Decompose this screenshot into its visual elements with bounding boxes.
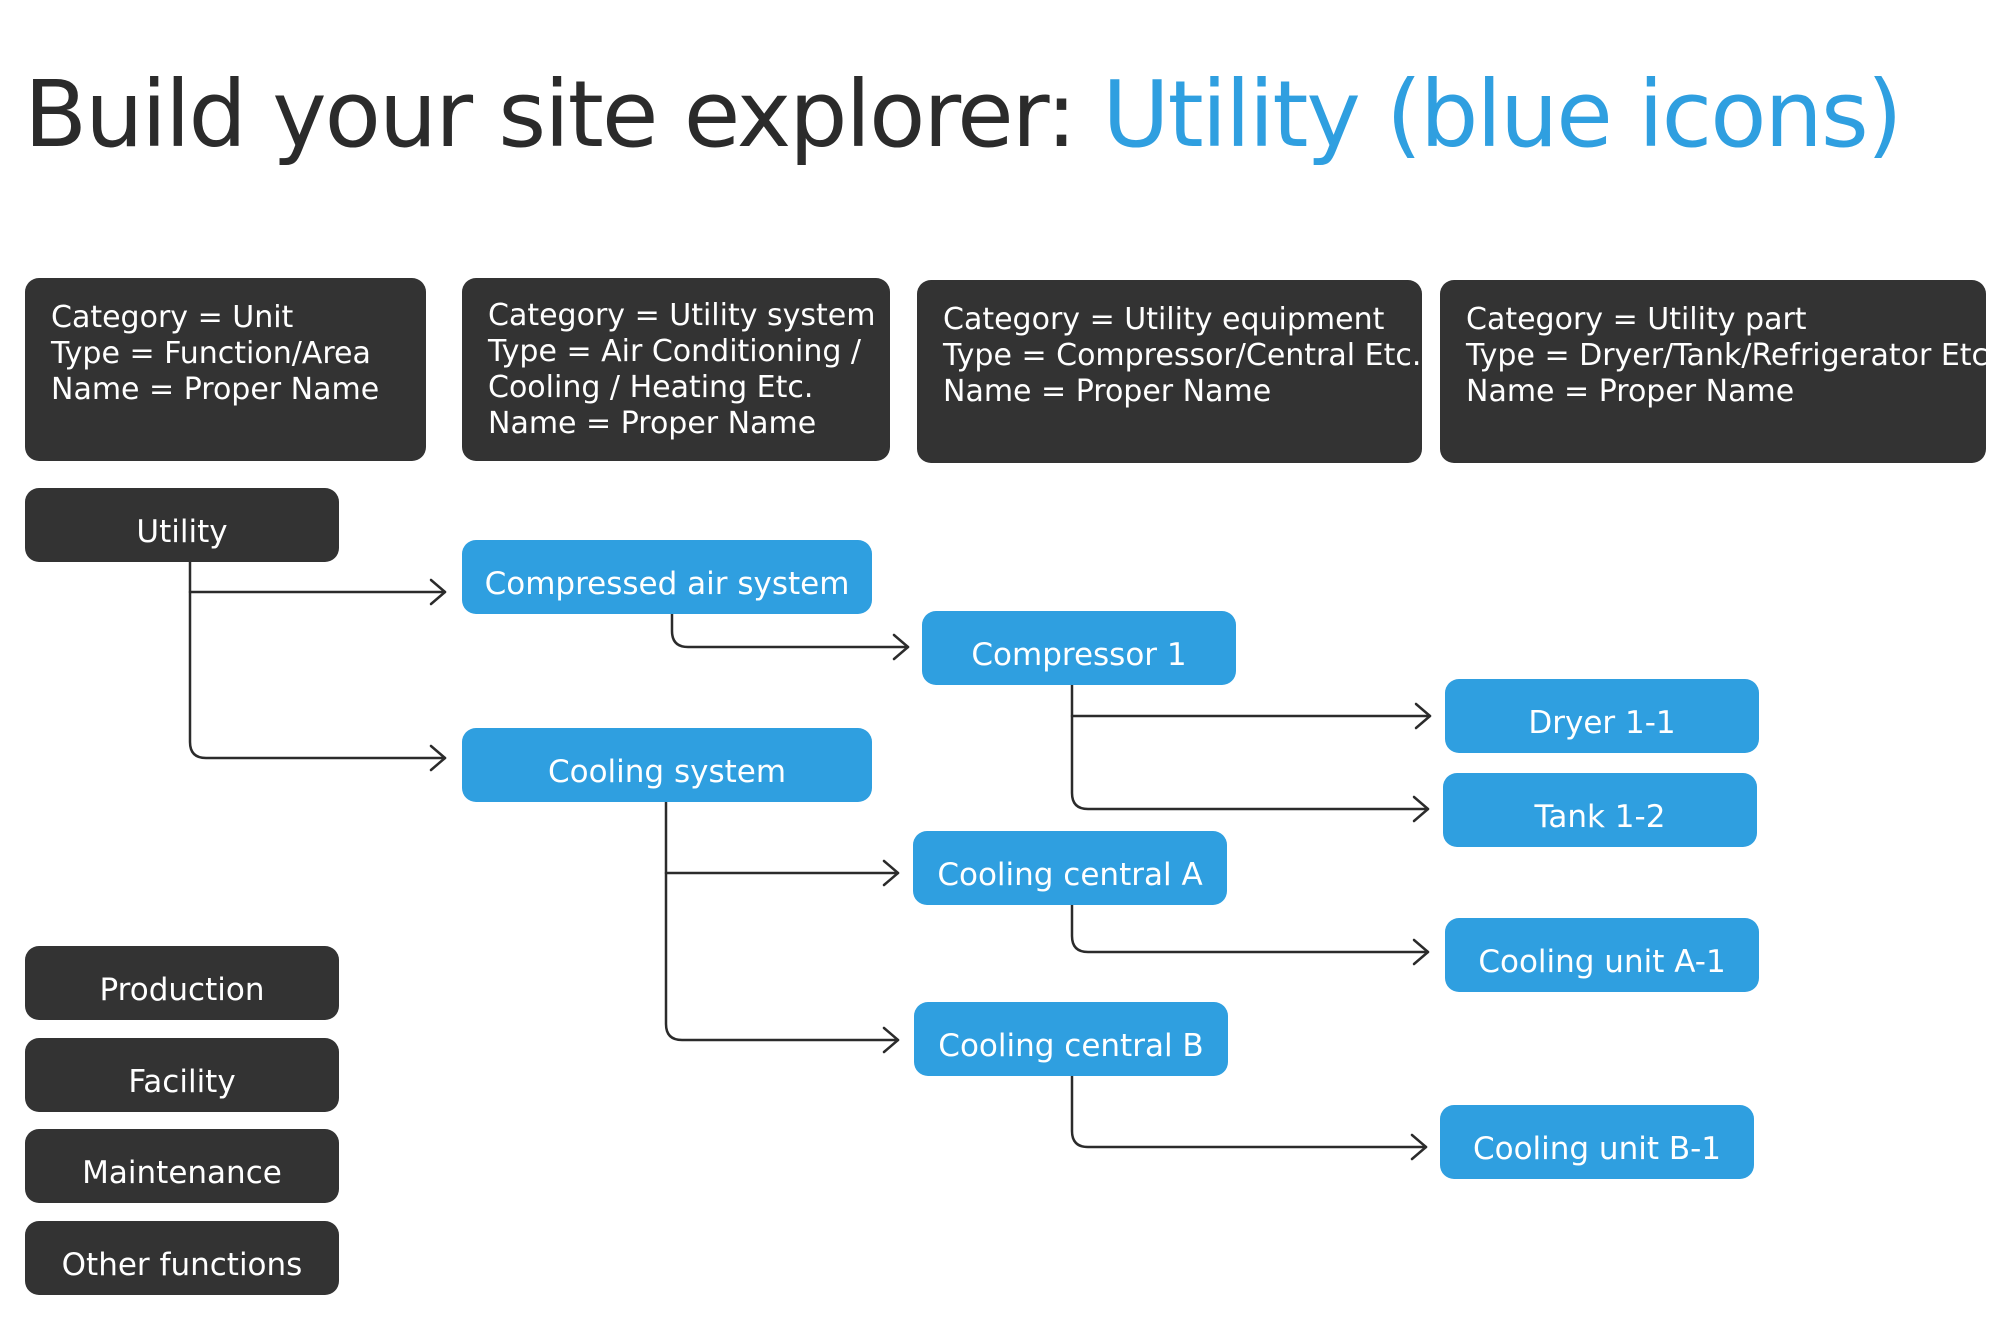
part-cooling-unit-a1[interactable]: Cooling unit A-1 — [1445, 918, 1759, 992]
system-cooling[interactable]: Cooling system — [462, 728, 872, 802]
connector-cooling-central-a — [664, 800, 900, 875]
connector-utility-compressed-air — [188, 558, 447, 594]
connector-utility-cooling — [188, 590, 447, 760]
arrowhead-cooling-system — [429, 744, 447, 772]
header-system-type: Type = Air Conditioning / — [488, 334, 862, 369]
title-main: Build your site explorer: — [24, 61, 1103, 168]
arrowhead-cooling-unit-b1 — [1410, 1133, 1428, 1161]
header-part-type: Type = Dryer/Tank/Refrigerator Etc. — [1466, 338, 1998, 373]
header-system-name: Name = Proper Name — [488, 406, 817, 441]
header-equipment-name: Name = Proper Name — [943, 374, 1272, 409]
connector-central-b-unit-b1 — [1070, 1074, 1428, 1149]
arrowhead-compressor-1 — [892, 633, 910, 661]
unit-production[interactable]: Production — [25, 946, 339, 1020]
connector-compressor-dryer — [1070, 682, 1432, 718]
arrowhead-cooling-central-b — [882, 1026, 900, 1054]
header-part-name: Name = Proper Name — [1466, 374, 1795, 409]
header-system-category: Category = Utility system — [488, 298, 876, 333]
part-cooling-unit-b1[interactable]: Cooling unit B-1 — [1440, 1105, 1754, 1179]
connector-compressor-tank — [1070, 714, 1430, 811]
header-unit-category: Category = Unit — [51, 300, 294, 335]
system-compressed-air[interactable]: Compressed air system — [462, 540, 872, 614]
header-part-category: Category = Utility part — [1466, 302, 1807, 337]
header-equipment-category: Category = Utility equipment — [943, 302, 1385, 337]
unit-facility[interactable]: Facility — [25, 1038, 339, 1112]
header-utility-equipment: Category = Utility equipment Type = Comp… — [917, 280, 1422, 463]
header-unit-type: Type = Function/Area — [51, 336, 371, 371]
arrowhead-compressed-air-system — [429, 578, 447, 606]
arrowhead-cooling-unit-a1 — [1412, 938, 1430, 966]
connector-central-a-unit-a1 — [1070, 903, 1430, 954]
unit-other-functions[interactable]: Other functions — [25, 1221, 339, 1295]
arrowhead-tank — [1412, 795, 1430, 823]
header-system-type-cont: Cooling / Heating Etc. — [488, 370, 814, 405]
arrowhead-cooling-central-a — [882, 859, 900, 887]
unit-utility[interactable]: Utility — [25, 488, 339, 562]
part-tank-1-2[interactable]: Tank 1-2 — [1443, 773, 1757, 847]
equipment-cooling-central-b[interactable]: Cooling central B — [914, 1002, 1228, 1076]
connector-compressed-air-compressor — [670, 612, 910, 649]
header-equipment-type: Type = Compressor/Central Etc. — [943, 338, 1422, 373]
arrowhead-dryer — [1414, 702, 1432, 730]
page-title: Build your site explorer: Utility (blue … — [24, 61, 1903, 168]
header-utility-part: Category = Utility part Type = Dryer/Tan… — [1440, 280, 1998, 463]
part-dryer-1-1[interactable]: Dryer 1-1 — [1445, 679, 1759, 753]
header-unit: Category = Unit Type = Function/Area Nam… — [25, 278, 426, 461]
title-accent: Utility (blue icons) — [1102, 61, 1902, 168]
unit-maintenance[interactable]: Maintenance — [25, 1129, 339, 1203]
connector-cooling-central-b — [664, 871, 900, 1042]
header-unit-name: Name = Proper Name — [51, 372, 380, 407]
equipment-compressor-1[interactable]: Compressor 1 — [922, 611, 1236, 685]
equipment-cooling-central-a[interactable]: Cooling central A — [913, 831, 1227, 905]
header-utility-system: Category = Utility system Type = Air Con… — [462, 278, 890, 461]
